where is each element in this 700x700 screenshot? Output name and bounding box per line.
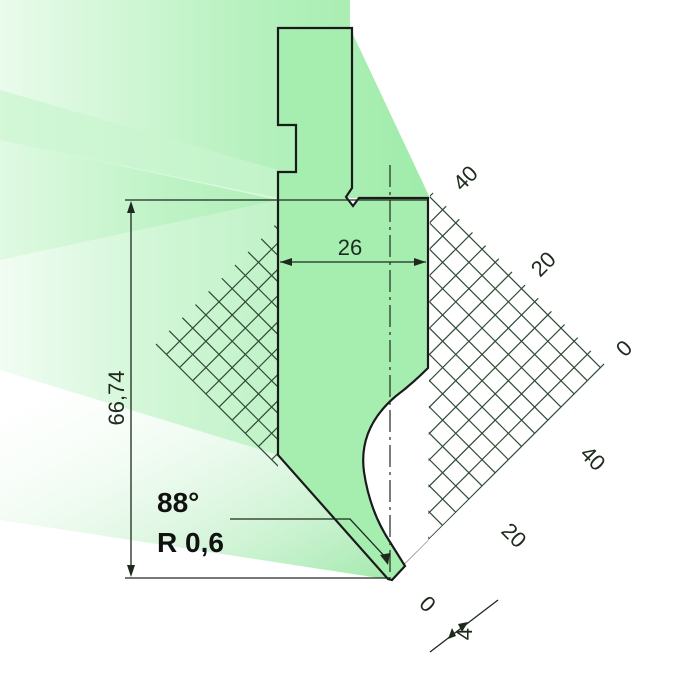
lower-scale-0: 0 [414,591,440,617]
lower-scale-40: 40 [575,441,610,476]
upper-scale-40: 40 [448,161,483,196]
lower-scale: 40 20 0 [414,441,610,617]
offset-dimension: 4 [429,599,499,653]
upper-scale: 40 20 0 [448,161,637,362]
height-dimension: 66,74 [104,199,428,579]
upper-scale-20: 20 [526,247,561,282]
punch-tool-profile [276,26,430,582]
lower-scale-20: 20 [496,518,531,553]
angle-label: 88° [157,487,199,518]
upper-scale-0: 0 [611,335,637,361]
tip-callout: 88° R 0,6 [157,487,390,565]
radius-label: R 0,6 [157,527,224,558]
width-label: 26 [338,235,362,260]
width-dimension: 26 [280,235,426,266]
offset-label: 4 [452,628,477,640]
grid-line [350,190,588,382]
grid-line [363,190,601,368]
height-label: 66,74 [104,370,129,425]
